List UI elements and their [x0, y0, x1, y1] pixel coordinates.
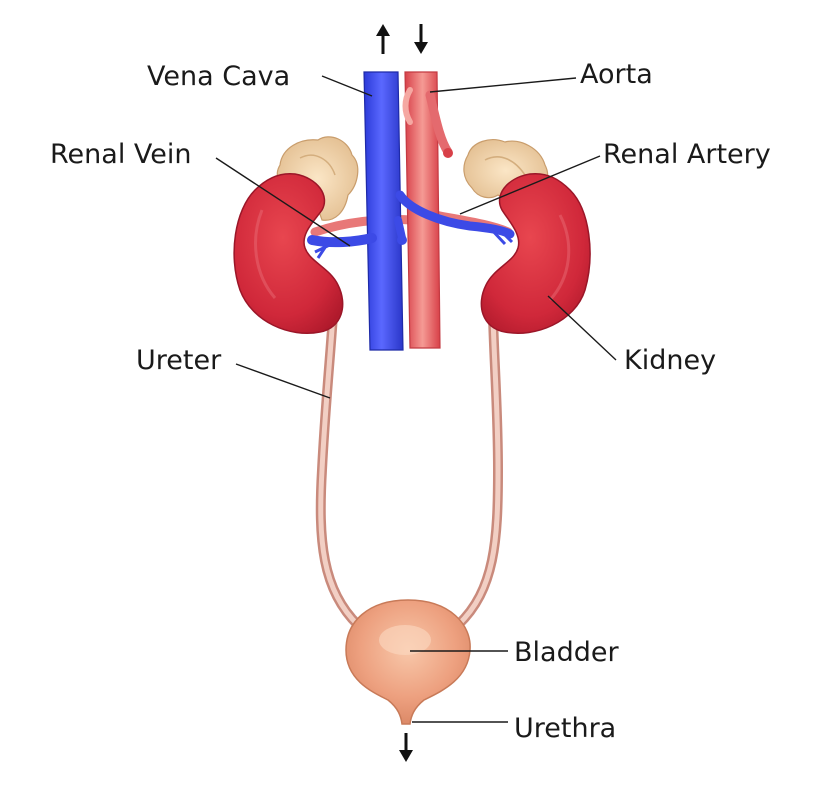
vena-cava-label: Vena Cava [147, 61, 290, 92]
ureter-label: Ureter [136, 345, 222, 376]
right-ureter [453, 310, 504, 630]
aorta-label: Aorta [580, 59, 653, 90]
renal-artery-label: Renal Artery [603, 139, 771, 170]
left-kidney [233, 172, 344, 334]
vena-cava [363, 71, 404, 351]
urethra-label: Urethra [514, 713, 616, 744]
right-kidney [480, 172, 591, 334]
aorta-flow-down-arrow [414, 24, 428, 54]
renal-artery-leader-line [459, 155, 601, 215]
bladder-label: Bladder [514, 637, 619, 668]
ureter-leader-line [235, 363, 331, 399]
left-ureter [315, 310, 363, 630]
bladder [345, 599, 471, 725]
vena-cava-leader-line [321, 75, 373, 97]
kidney-leader-line [547, 295, 617, 361]
urethra-flow-down-arrow [399, 733, 413, 762]
kidney-label: Kidney [624, 345, 716, 376]
vena-cava-flow-up-arrow [376, 24, 390, 54]
renal-vein-label: Renal Vein [50, 139, 192, 170]
aorta-leader-line [429, 77, 577, 93]
renal-vein-right [394, 190, 515, 246]
renal-vein-leader-line [215, 157, 351, 247]
